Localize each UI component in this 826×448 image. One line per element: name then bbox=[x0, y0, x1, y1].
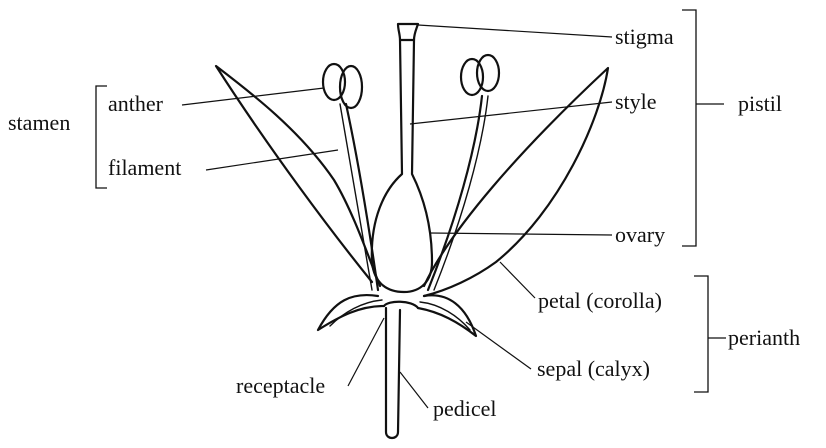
right-anther bbox=[459, 53, 501, 97]
left-sepal bbox=[316, 294, 386, 332]
stamen-brace bbox=[95, 85, 107, 189]
left-petal bbox=[214, 64, 382, 288]
label-style: style bbox=[615, 89, 657, 114]
right-filament-inner bbox=[433, 95, 489, 291]
label-stamen: stamen bbox=[8, 110, 70, 135]
leader-lines bbox=[181, 24, 613, 409]
label-pedicel: pedicel bbox=[433, 396, 497, 421]
label-pistil: pistil bbox=[738, 91, 782, 116]
stigma-shape bbox=[396, 22, 420, 42]
label-filament: filament bbox=[108, 155, 181, 180]
left-filament-inner bbox=[339, 103, 373, 291]
pistil-brace bbox=[682, 9, 697, 247]
left-anther bbox=[321, 62, 364, 110]
receptacle-shape bbox=[382, 300, 420, 310]
perianth-brace bbox=[694, 275, 709, 393]
label-sepal: sepal (calyx) bbox=[537, 356, 650, 381]
label-ovary: ovary bbox=[615, 222, 665, 247]
label-perianth: perianth bbox=[728, 325, 800, 350]
right-filament bbox=[426, 94, 484, 292]
label-stigma: stigma bbox=[615, 24, 674, 49]
flower-drawing bbox=[214, 22, 610, 440]
label-receptacle: receptacle bbox=[236, 373, 325, 398]
labels: stigma style ovary pistil anther filamen… bbox=[8, 24, 800, 421]
pistil-shape bbox=[370, 38, 434, 294]
label-anther: anther bbox=[108, 91, 164, 116]
label-petal: petal (corolla) bbox=[538, 288, 662, 313]
pedicel-shape bbox=[384, 306, 402, 440]
right-sepal bbox=[416, 294, 478, 338]
left-filament bbox=[344, 102, 380, 292]
braces bbox=[95, 9, 726, 393]
right-petal bbox=[422, 66, 610, 298]
